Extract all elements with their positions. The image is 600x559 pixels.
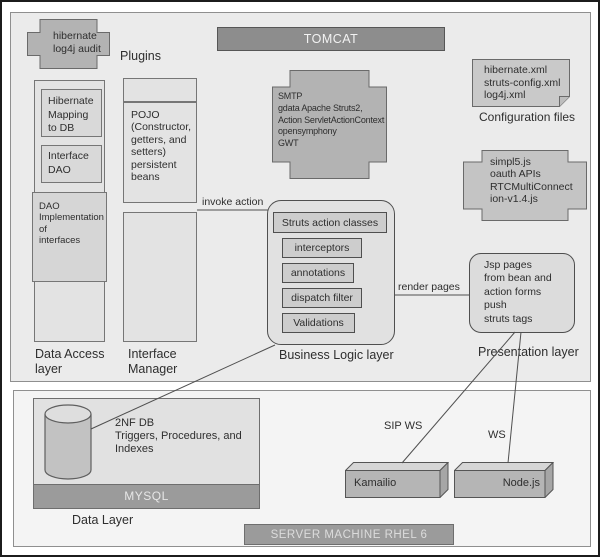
- invoke-action-edge-label: invoke action: [202, 196, 264, 208]
- mysql-label: MYSQL: [124, 489, 169, 503]
- mysql-bar: MYSQL: [33, 484, 260, 509]
- ws-edge-label: WS: [488, 429, 506, 441]
- hibernate-log4j-audit-text: hibernate log4j audit: [53, 30, 101, 55]
- plugins-label: Plugins: [120, 49, 161, 63]
- interface-manager-label: Interface Manager: [128, 347, 178, 376]
- db-description-text: 2NF DB Triggers, Procedures, and Indexes: [115, 417, 242, 456]
- sip-ws-edge-label: SIP WS: [384, 420, 423, 432]
- cylinder-svg: [44, 404, 92, 480]
- interceptors-box: interceptors: [282, 238, 362, 258]
- server-3d-box-icon: [345, 462, 449, 498]
- validations-box: Validations: [282, 313, 355, 333]
- hibernate-log4j-audit-plugin: hibernate log4j audit: [27, 19, 110, 69]
- annotations-box: annotations: [282, 263, 354, 283]
- data-access-layer-label: Data Access layer: [35, 347, 105, 376]
- pojo-box: POJO (Constructor, getters, and setters)…: [123, 102, 197, 203]
- note-shape-icon: [472, 59, 570, 107]
- cross-shape-icon: [27, 19, 110, 69]
- tomcat-banner-label: TOMCAT: [303, 32, 359, 46]
- dao-implementation-box: DAO Implementation of interfaces: [32, 192, 107, 282]
- configuration-files-note: hibernate.xml struts-config.xml log4j.xm…: [472, 59, 570, 107]
- hibernate-mapping-box: Hibernate Mapping to DB: [41, 89, 102, 137]
- jsp-pages-box: Jsp pages from bean and action forms pus…: [469, 253, 575, 333]
- struts-action-classes-box: Struts action classes: [273, 212, 387, 233]
- render-pages-edge-label: render pages: [398, 281, 460, 293]
- server-machine-banner-label: SERVER MACHINE RHEL 6: [270, 529, 428, 541]
- configuration-files-label: Configuration files: [479, 110, 576, 124]
- cross-shape-icon: [272, 70, 387, 179]
- server-3d-box-icon: [454, 462, 554, 498]
- database-cylinder-icon: [44, 404, 92, 480]
- dispatch-filter-box: dispatch filter: [282, 288, 362, 308]
- nodejs-server-box: Node.js: [454, 462, 554, 498]
- nodejs-label: Node.js: [502, 477, 540, 489]
- js-libraries-block: simpl5.js oauth APIs RTCMultiConnect ion…: [463, 150, 587, 221]
- kamailio-label: Kamailio: [354, 477, 397, 489]
- configuration-files-text: hibernate.xml struts-config.xml log4j.xm…: [484, 64, 561, 102]
- kamailio-server-box: Kamailio: [345, 462, 449, 498]
- data-layer-label: Data Layer: [72, 513, 134, 527]
- server-machine-banner: SERVER MACHINE RHEL 6: [244, 524, 454, 545]
- interface-manager-lower-box: [123, 212, 197, 342]
- struts-plugins-text: SMTP gdata Apache Struts2, Action Servle…: [278, 91, 385, 149]
- struts-plugins-block: SMTP gdata Apache Struts2, Action Servle…: [272, 70, 387, 179]
- presentation-layer-label: Presentation layer: [478, 345, 579, 359]
- interface-manager-header: [123, 78, 197, 102]
- business-logic-layer-label: Business Logic layer: [279, 348, 394, 362]
- interface-dao-box: Interface DAO: [41, 145, 102, 183]
- js-libraries-text: simpl5.js oauth APIs RTCMultiConnect ion…: [490, 156, 573, 206]
- cross-shape-icon: [463, 150, 587, 221]
- tomcat-banner: TOMCAT: [217, 27, 445, 51]
